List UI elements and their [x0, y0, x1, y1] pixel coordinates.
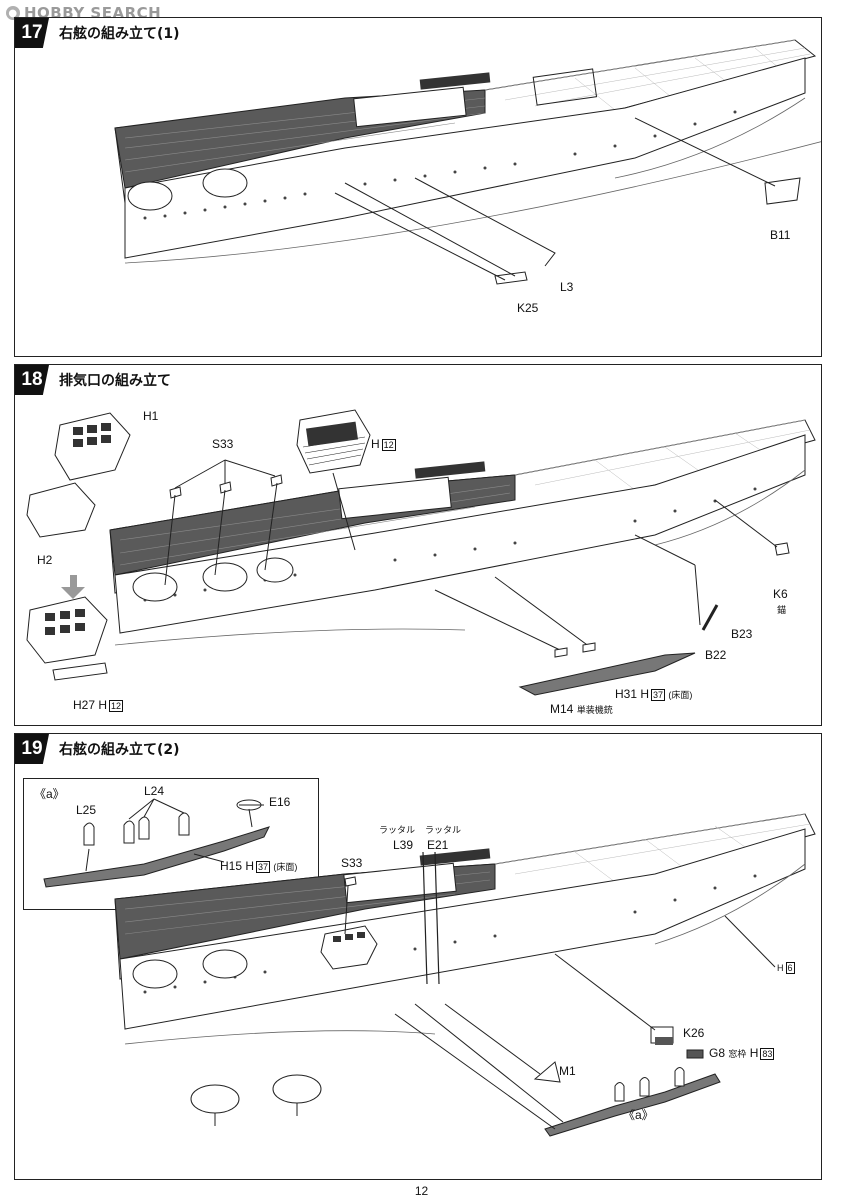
h31-code: H31	[615, 687, 638, 701]
part-label-k25: K25	[517, 301, 539, 315]
part-label-m14: M14 単装機銃	[550, 702, 613, 716]
h12-box-number: 12	[381, 439, 396, 451]
part-label-l39: L39	[393, 838, 414, 852]
part-label-m1: M1	[559, 1064, 576, 1078]
step-19-header: 19 右舷の組み立て(2)	[15, 734, 180, 764]
h6-box-number: 6	[785, 962, 795, 974]
step-18-title: 排気口の組み立て	[59, 373, 171, 389]
subassembly-a-ref: 《a》	[623, 1108, 654, 1122]
ladder-note-1: ラッタル	[379, 825, 416, 835]
step-17-header: 17 右舷の組み立て(1)	[15, 18, 180, 48]
h15-h-code: H	[245, 859, 255, 873]
h27-code: H27	[73, 698, 96, 712]
part-label-l24: L24	[144, 784, 165, 798]
step-17-title: 右舷の組み立て(1)	[59, 26, 180, 42]
part-label-l25: L25	[76, 803, 97, 817]
inset-tag-a: 《a》	[34, 787, 65, 801]
g8-h-code: H	[749, 1046, 759, 1060]
h15-code: H15	[220, 859, 243, 873]
h27-h-code: H	[98, 698, 108, 712]
part-label-h1: H1	[143, 409, 159, 423]
hull-drawing-19	[114, 813, 816, 1137]
h31-note: (床面)	[668, 690, 693, 700]
h15-note: (床面)	[273, 862, 298, 872]
hull-drawing-17	[114, 39, 821, 285]
ladder-note-2: ラッタル	[425, 825, 462, 835]
logo-icon: ●	[6, 6, 20, 20]
h12-code: H	[371, 437, 380, 451]
subassembly-a-drawing	[43, 798, 270, 888]
part-label-s33-19: S33	[341, 856, 363, 870]
page-number: 12	[414, 1184, 429, 1198]
part-label-e21: E21	[427, 838, 449, 852]
g8-code: G8	[709, 1046, 726, 1060]
part-label-b11: B11	[770, 228, 791, 242]
part-label-l3: L3	[560, 280, 574, 294]
step-19-title: 右舷の組み立て(2)	[59, 742, 180, 758]
step-18-number: 18	[15, 365, 49, 395]
m14-code: M14	[550, 702, 574, 716]
h15-box-number: 37	[256, 861, 271, 873]
part-label-k26: K26	[683, 1026, 705, 1040]
h31-box-number: 37	[651, 689, 666, 701]
m14-note: 単装機銃	[576, 705, 613, 715]
part-label-b23: B23	[731, 627, 753, 641]
g8-box-number: 83	[760, 1048, 775, 1060]
step-19-number: 19	[15, 734, 49, 764]
part-label-s33: S33	[212, 437, 234, 451]
step-18-panel: 18 排気口の組み立て	[14, 364, 822, 726]
part-label-h2: H2	[37, 553, 53, 567]
part-label-k6: K6	[773, 587, 788, 601]
part-note-k6: 錨	[777, 605, 787, 615]
h6-code: H	[777, 963, 784, 973]
part-label-e16: E16	[269, 795, 291, 809]
h31-h-code: H	[640, 687, 650, 701]
g8-note: 窓枠	[728, 1049, 747, 1059]
h27-box-number: 12	[109, 700, 124, 712]
hull-drawing-18	[26, 409, 816, 696]
part-label-b22: B22	[705, 648, 727, 662]
step-17-number: 17	[15, 18, 49, 48]
step-17-panel: 17 右舷の組み立て(1)	[14, 17, 822, 357]
step-18-header: 18 排気口の組み立て	[15, 365, 171, 395]
